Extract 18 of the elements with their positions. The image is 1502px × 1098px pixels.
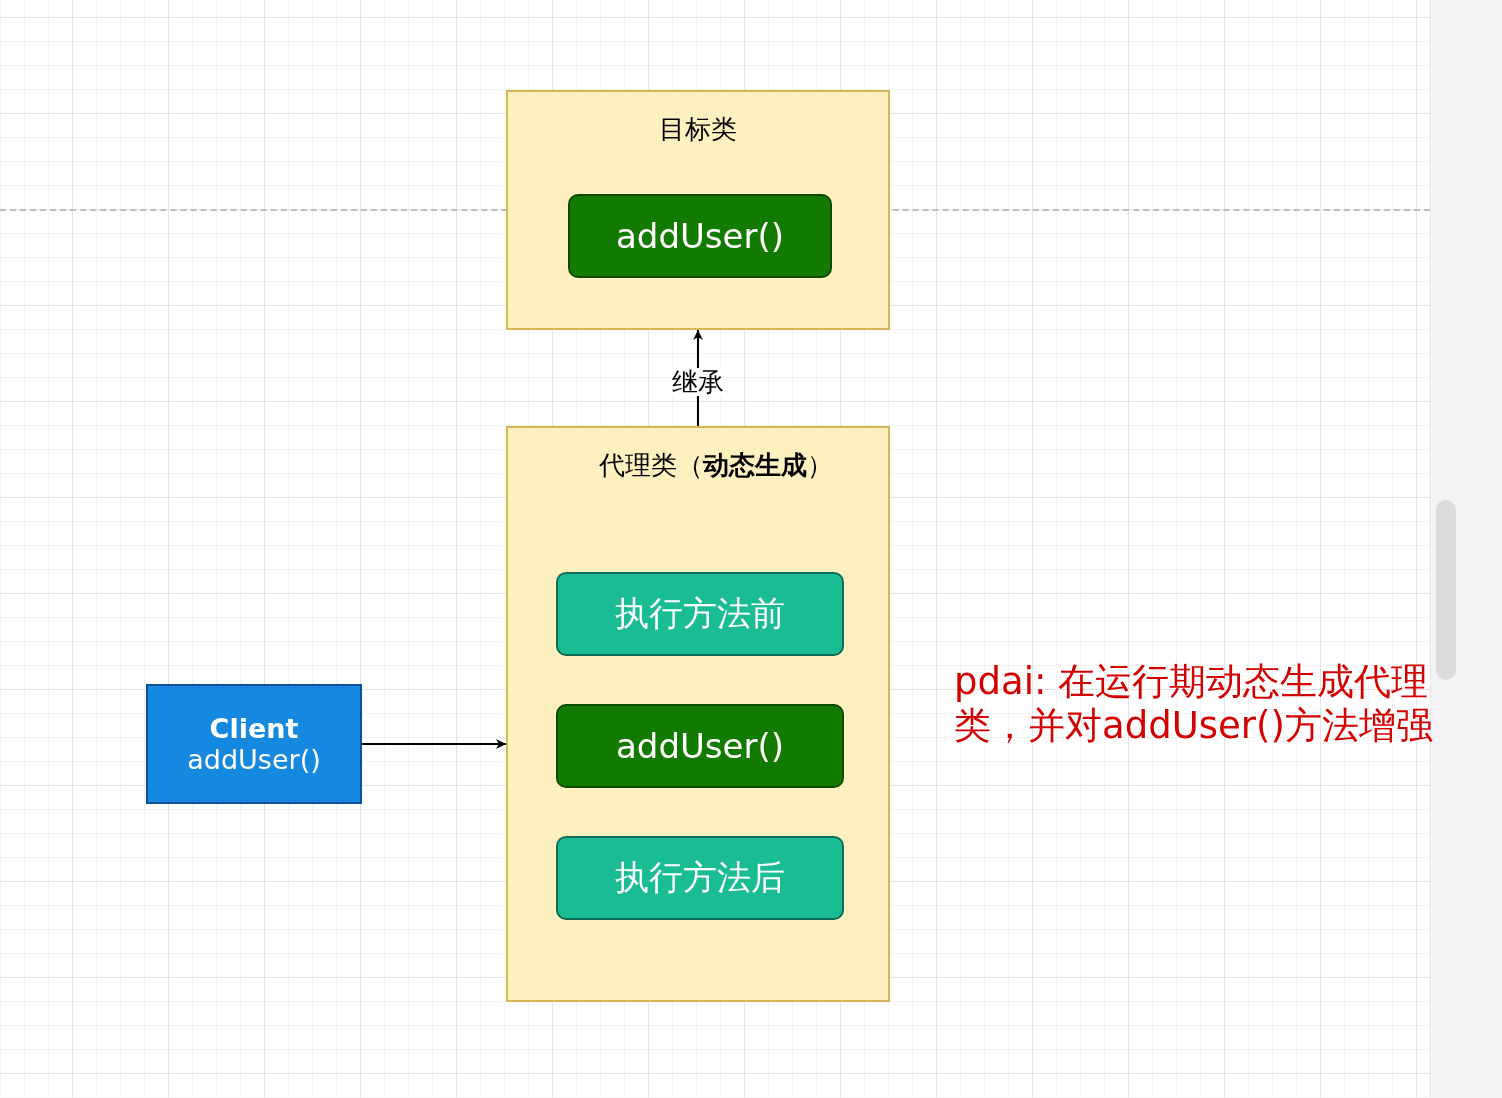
class-box [506, 426, 890, 1002]
arrow [361, 739, 507, 749]
box-title: 代理类（动态生成） [599, 449, 833, 482]
box-label: addUser() [616, 216, 784, 256]
box-label: 执行方法后 [615, 856, 785, 899]
annotation-note: pdai: 在运行期动态生成代理类，并对addUser()方法增强 [954, 660, 1434, 748]
edge-label: 继承 [671, 368, 725, 396]
step-box [556, 836, 844, 920]
client-title: Client [209, 713, 299, 744]
box-title: 目标类 [659, 113, 737, 146]
method-name: addUser() [187, 744, 321, 775]
class-box [506, 90, 890, 330]
box-label: addUser() [616, 726, 784, 766]
step-box [556, 572, 844, 656]
client-box [146, 684, 362, 804]
method-box [568, 194, 832, 278]
box-label: 执行方法前 [615, 592, 785, 635]
method-box [556, 704, 844, 788]
